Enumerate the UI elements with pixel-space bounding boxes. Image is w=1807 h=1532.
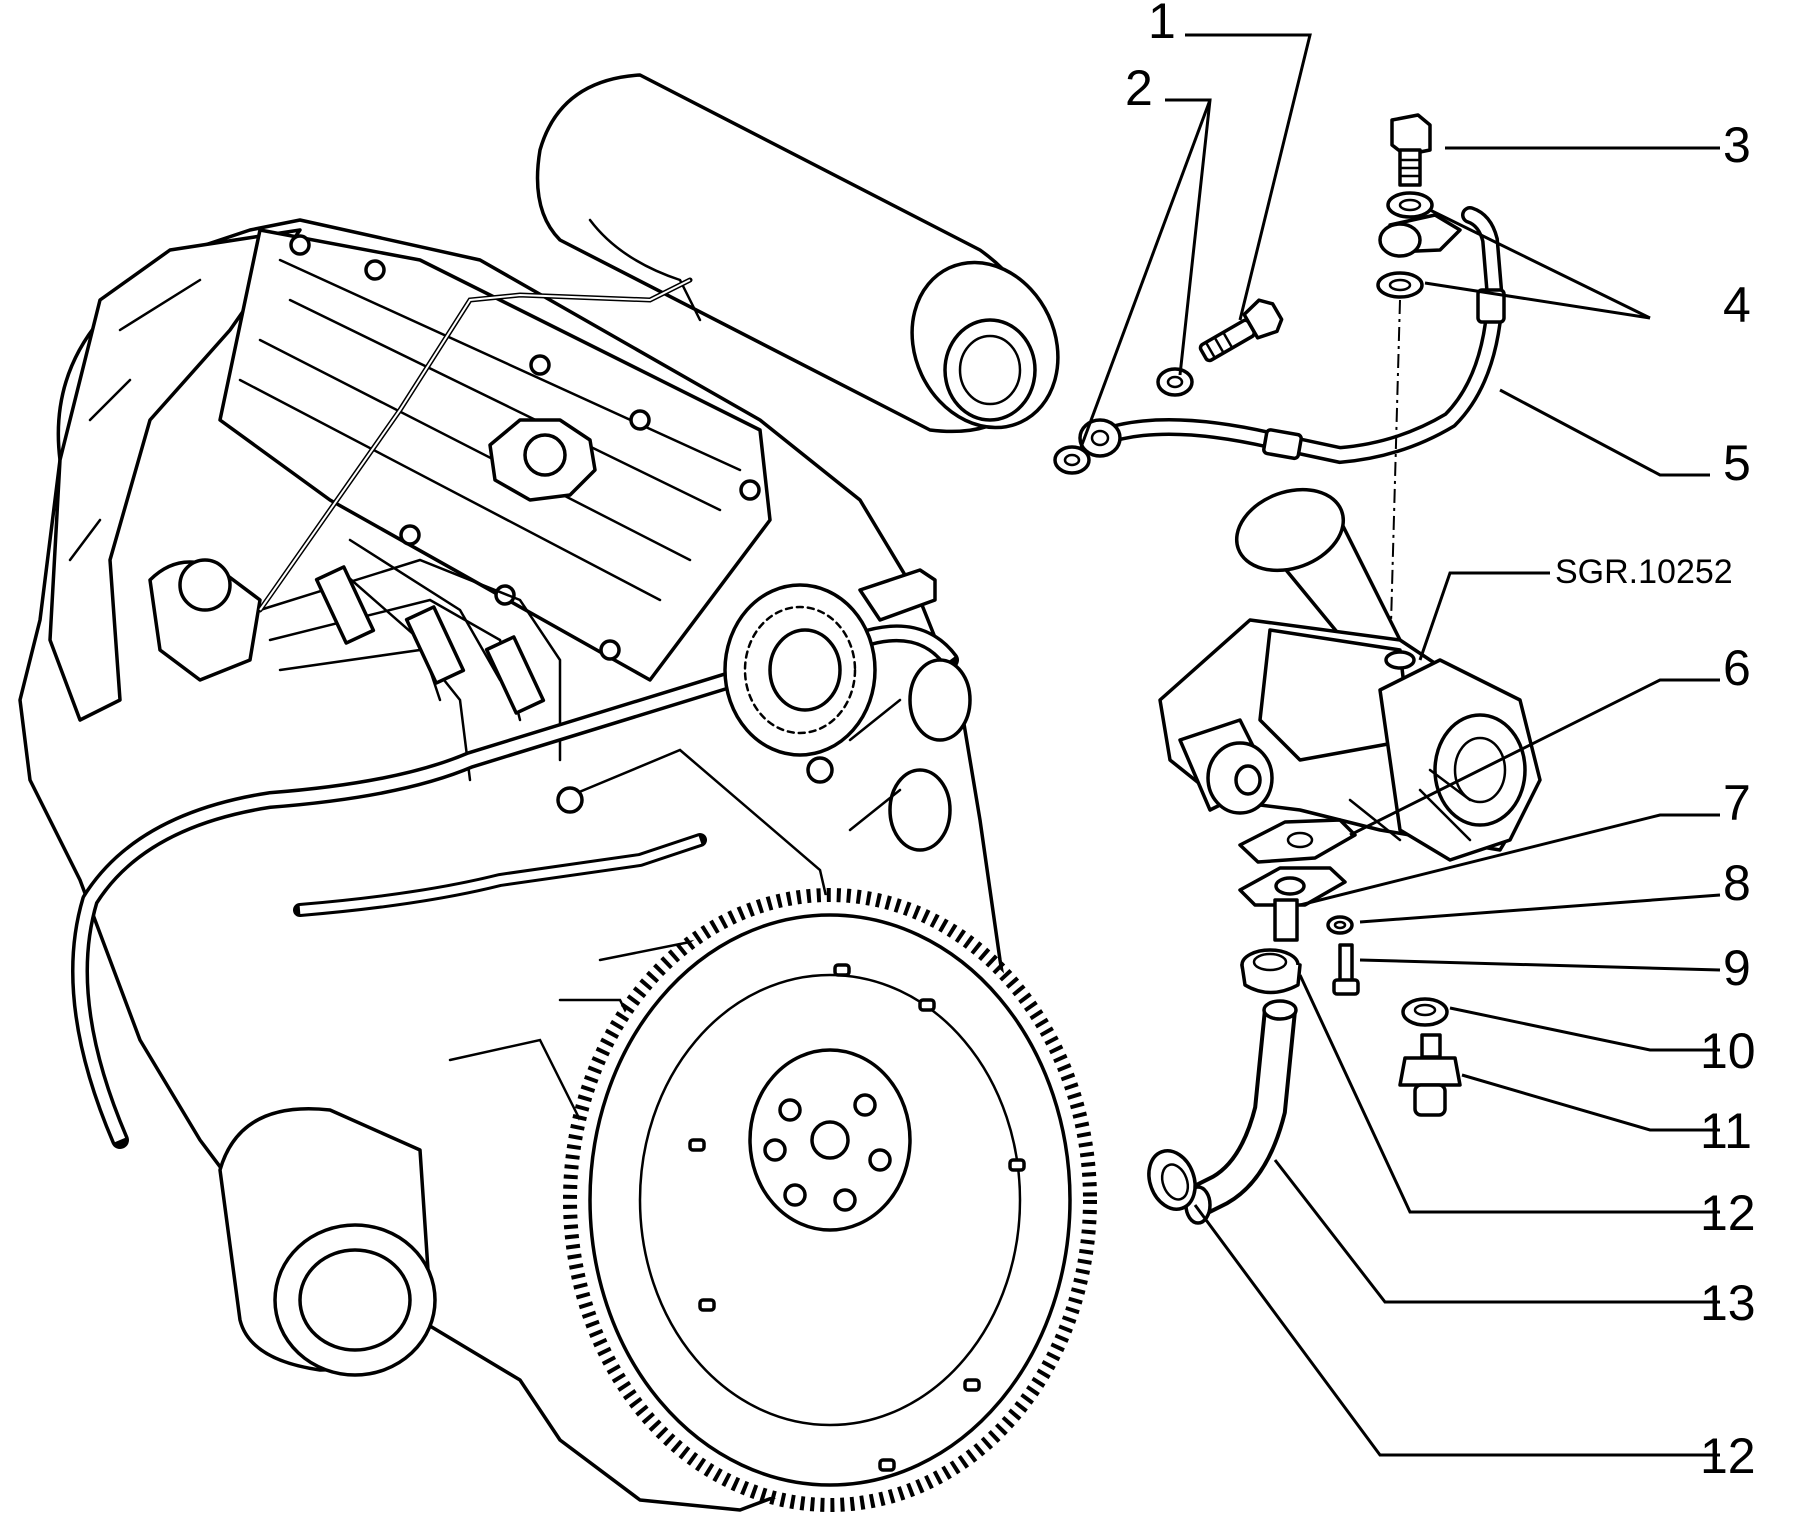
engine-assembly xyxy=(18,73,1097,1512)
callout-10: 10 xyxy=(1700,1023,1756,1079)
callout-labels: 1 2 3 4 5 SGR.10252 6 7 8 9 10 11 12 13 … xyxy=(1125,0,1756,1484)
part-8-tube xyxy=(1273,898,1299,942)
part-9-screw xyxy=(1332,943,1360,996)
part-8-washer xyxy=(1326,915,1354,935)
callout-8: 8 xyxy=(1723,855,1751,911)
callout-5: 5 xyxy=(1723,435,1751,491)
part-11-union xyxy=(1398,1033,1462,1117)
callout-3: 3 xyxy=(1723,117,1751,173)
flywheel xyxy=(563,888,1097,1512)
callout-13: 13 xyxy=(1700,1275,1756,1331)
callout-9: 9 xyxy=(1723,940,1751,996)
callout-4: 4 xyxy=(1723,277,1751,333)
callout-12-lower: 12 xyxy=(1700,1428,1756,1484)
callout-1: 1 xyxy=(1148,0,1176,49)
water-pump-pulley xyxy=(723,568,937,757)
oil-filter xyxy=(218,1107,437,1377)
callout-7: 7 xyxy=(1723,775,1751,831)
reference-code: SGR.10252 xyxy=(1555,553,1733,591)
part-4-washer-a xyxy=(1386,191,1434,219)
part-12-clamp-lower xyxy=(1147,1149,1197,1211)
part-2-washer-a xyxy=(1156,367,1194,397)
part-12-clamp-upper xyxy=(1240,948,1302,995)
part-1-banjo-bolt xyxy=(1198,298,1284,363)
part-2-washer-b xyxy=(1053,445,1091,475)
turbocharger-assembly xyxy=(1158,487,1542,862)
injectors xyxy=(314,565,546,715)
callout-11: 11 xyxy=(1700,1103,1752,1159)
part-10-washer xyxy=(1401,997,1449,1027)
part-7-flange xyxy=(1238,866,1347,907)
callout-12-upper: 12 xyxy=(1700,1185,1756,1241)
leader-lines xyxy=(1078,33,1721,1457)
exploded-parts xyxy=(1053,113,1542,1225)
callout-6: 6 xyxy=(1723,640,1751,696)
part-3-bolt xyxy=(1390,113,1432,187)
part-6-gasket xyxy=(1238,818,1357,864)
callout-2: 2 xyxy=(1125,60,1153,116)
part-4-washer-b xyxy=(1376,271,1424,299)
part-5-lubrication-pipe xyxy=(1078,206,1506,465)
part-13-hose xyxy=(1184,999,1298,1225)
